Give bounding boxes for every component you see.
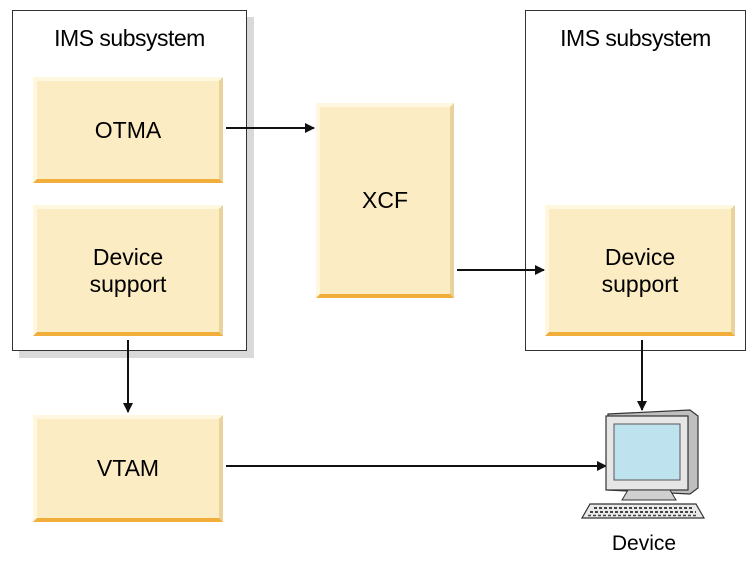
vtam-box: VTAM xyxy=(33,415,223,522)
left-subsystem-title: IMS subsystem xyxy=(54,25,205,51)
device-label: Device xyxy=(611,532,677,555)
device-support-right-line2: support xyxy=(601,270,679,297)
right-subsystem-title: IMS subsystem xyxy=(560,25,711,51)
otma-box: OTMA xyxy=(33,77,223,183)
otma-label: OTMA xyxy=(94,116,162,143)
xcf-label: XCF xyxy=(362,187,408,213)
device-support-left-line2: support xyxy=(89,270,167,297)
computer-terminal-icon xyxy=(580,409,706,519)
device-support-right-box: Device support xyxy=(545,205,735,336)
device-support-right-line1: Device xyxy=(604,243,676,270)
xcf-box: XCF xyxy=(316,103,454,298)
vtam-label: VTAM xyxy=(96,455,160,481)
device-support-left-line1: Device xyxy=(92,243,164,270)
device-support-left-box: Device support xyxy=(33,205,223,336)
